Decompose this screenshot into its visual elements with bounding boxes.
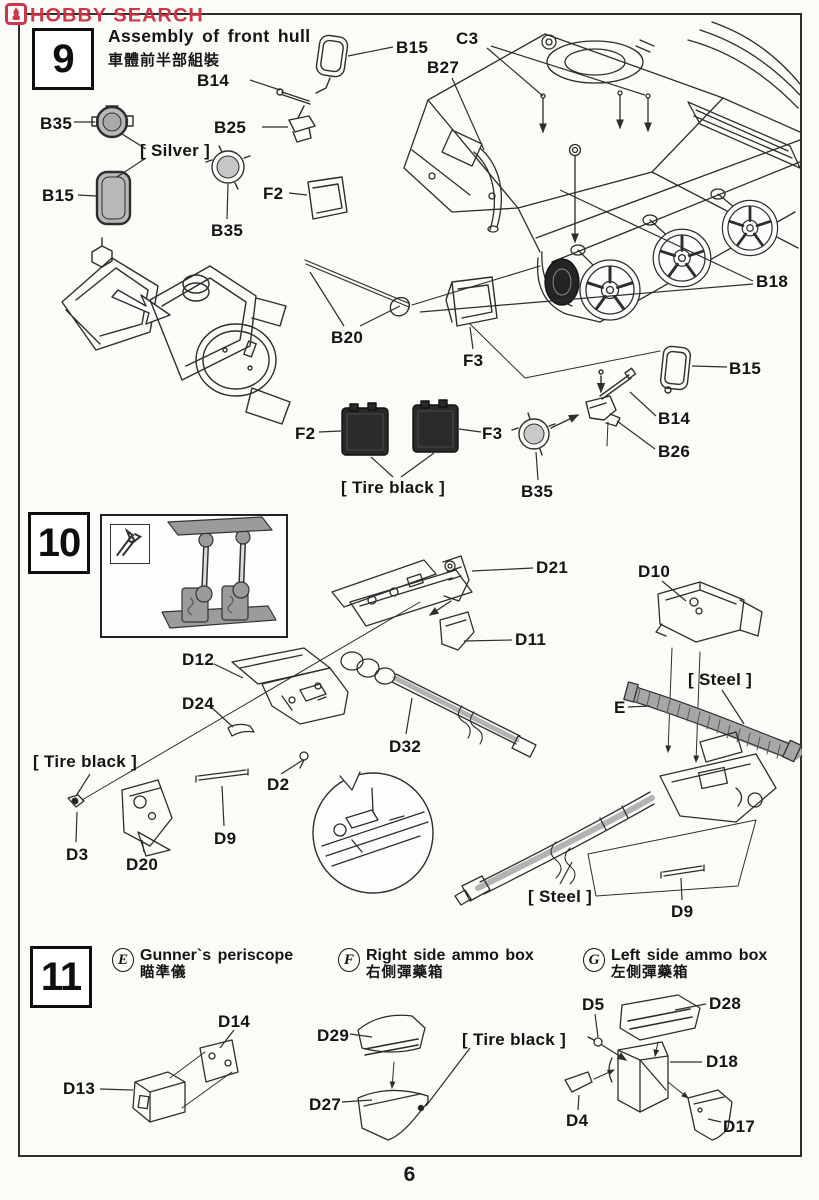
watermark-text: HOBBY SEARCH [30, 5, 204, 27]
page-number: 6 [403, 1163, 416, 1186]
legend-key-G: G [583, 948, 605, 972]
page-frame-left [18, 13, 20, 1157]
sprue-cutter-icon [110, 524, 150, 564]
sprue-instruction-inset [100, 514, 288, 638]
part-label: B14 [658, 409, 691, 428]
part-label: D28 [709, 994, 742, 1013]
part-label: D9 [214, 829, 237, 848]
part-label: B35 [211, 221, 244, 240]
part-label: D32 [389, 737, 422, 756]
part-label: D14 [218, 1012, 251, 1031]
step9-leader-lines [74, 45, 754, 481]
part-label: B25 [214, 118, 247, 137]
part-label: D4 [566, 1111, 589, 1130]
page-frame-right [800, 13, 802, 1157]
detail-magnifier-circle [312, 771, 434, 894]
part-label: E [614, 698, 626, 717]
legend-item-gunners-periscope: E Gunner`s periscope 瞄準儀 [112, 947, 293, 982]
hobby-search-watermark: HOBBY SEARCH [5, 3, 204, 28]
legend-item-left-ammo-box: G Left side ammo box 左側彈藥箱 [583, 947, 767, 982]
part-label: D3 [66, 845, 89, 864]
legend-key-E: E [112, 948, 134, 972]
part-label: B15 [729, 359, 762, 378]
step11-leader-lines [99, 1003, 722, 1123]
part-label: B15 [42, 186, 75, 205]
step9-title-block: Assembly of front hull 車體前半部組裝 [108, 26, 311, 70]
part-label: [ Tire black ] [33, 752, 138, 771]
step9-title-zh: 車體前半部組裝 [108, 52, 221, 69]
part-label: [ Tire black ] [341, 478, 446, 497]
part-label: D21 [536, 558, 569, 577]
legend-label-en: Gunner`s periscope [140, 947, 294, 964]
legend-label-zh: 右側彈藥箱 [366, 965, 444, 982]
part-label: [ Silver ] [140, 141, 211, 160]
step-number-box-10: 10 [28, 512, 90, 574]
part-label: F3 [482, 424, 503, 443]
part-label: D11 [515, 630, 547, 649]
part-label: F3 [463, 351, 484, 370]
part-label: D5 [582, 995, 605, 1014]
part-label: D17 [723, 1117, 756, 1136]
step-number-box-9: 9 [32, 28, 94, 90]
part-label: [ Tire black ] [462, 1030, 567, 1049]
part-label: B14 [197, 71, 230, 90]
part-label: B35 [521, 482, 554, 501]
part-label: C3 [456, 29, 479, 48]
part-label: D12 [182, 650, 215, 669]
step-number-box-11: 11 [30, 946, 92, 1008]
legend-label-en: Left side ammo box [611, 947, 768, 964]
part-label: F2 [263, 184, 284, 203]
part-label: D18 [706, 1052, 739, 1071]
legend-label-zh: 左側彈藥箱 [611, 965, 689, 982]
part-label: B18 [756, 272, 789, 291]
hobby-search-logo-icon [5, 3, 27, 25]
page-frame-bottom [18, 1155, 802, 1157]
page-frame-top [18, 13, 802, 15]
part-label: D9 [671, 902, 694, 921]
part-label: B35 [40, 114, 73, 133]
part-label: B27 [427, 58, 460, 77]
part-label: B20 [331, 328, 364, 347]
legend-label-zh: 瞄準儀 [140, 965, 187, 982]
part-label: D20 [126, 855, 159, 874]
step9-parts-drawing [61, 34, 692, 456]
part-label: B15 [396, 38, 429, 57]
part-label: [ Steel ] [528, 887, 593, 906]
part-label: D24 [182, 694, 215, 713]
part-label: D10 [638, 562, 671, 581]
part-label: D29 [317, 1026, 350, 1045]
part-label: D13 [63, 1079, 96, 1098]
part-label: D2 [267, 775, 290, 794]
legend-key-F: F [338, 948, 360, 972]
step9-title-en: Assembly of front hull [108, 26, 311, 46]
tank-hull-drawing [403, 21, 801, 323]
part-label: F2 [295, 424, 316, 443]
part-label: [ Steel ] [688, 670, 753, 689]
legend-label-en: Right side ammo box [366, 947, 534, 964]
part-label: B26 [658, 442, 691, 461]
legend-item-right-ammo-box: F Right side ammo box 右側彈藥箱 [338, 947, 534, 982]
part-label: D27 [309, 1095, 342, 1114]
